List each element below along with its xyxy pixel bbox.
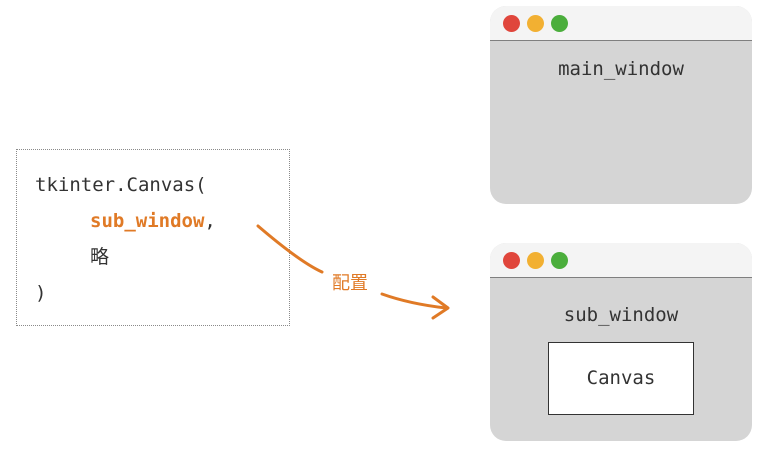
code-comma: , bbox=[204, 210, 216, 232]
canvas-label: Canvas bbox=[586, 367, 656, 389]
code-highlight-sub-window: sub_window bbox=[90, 210, 205, 232]
main-window: main_window bbox=[490, 6, 752, 204]
sub-window: sub_window Canvas bbox=[490, 243, 752, 441]
main-window-titlebar bbox=[490, 6, 752, 41]
close-dot-icon bbox=[503, 15, 520, 32]
canvas-widget: Canvas bbox=[548, 342, 694, 415]
placement-arrow-tail bbox=[380, 292, 448, 310]
close-dot-icon bbox=[503, 252, 520, 269]
code-line-close-paren: ) bbox=[35, 282, 47, 304]
sub-window-titlebar bbox=[490, 243, 752, 278]
maximize-dot-icon bbox=[551, 15, 568, 32]
sub-window-label: sub_window bbox=[563, 304, 679, 326]
minimize-dot-icon bbox=[527, 15, 544, 32]
main-window-label: main_window bbox=[558, 58, 684, 80]
placement-arrow-curve bbox=[256, 224, 324, 274]
maximize-dot-icon bbox=[551, 252, 568, 269]
code-line-omitted: 略 bbox=[90, 246, 110, 268]
minimize-dot-icon bbox=[527, 252, 544, 269]
code-snippet-box: tkinter.Canvas( sub_window, 略 ) bbox=[16, 149, 290, 326]
code-line-parent-arg: sub_window, bbox=[90, 210, 216, 232]
placement-arrow-head bbox=[431, 295, 450, 320]
code-line-constructor: tkinter.Canvas( bbox=[35, 174, 207, 196]
placement-label: 配置 bbox=[330, 273, 370, 295]
